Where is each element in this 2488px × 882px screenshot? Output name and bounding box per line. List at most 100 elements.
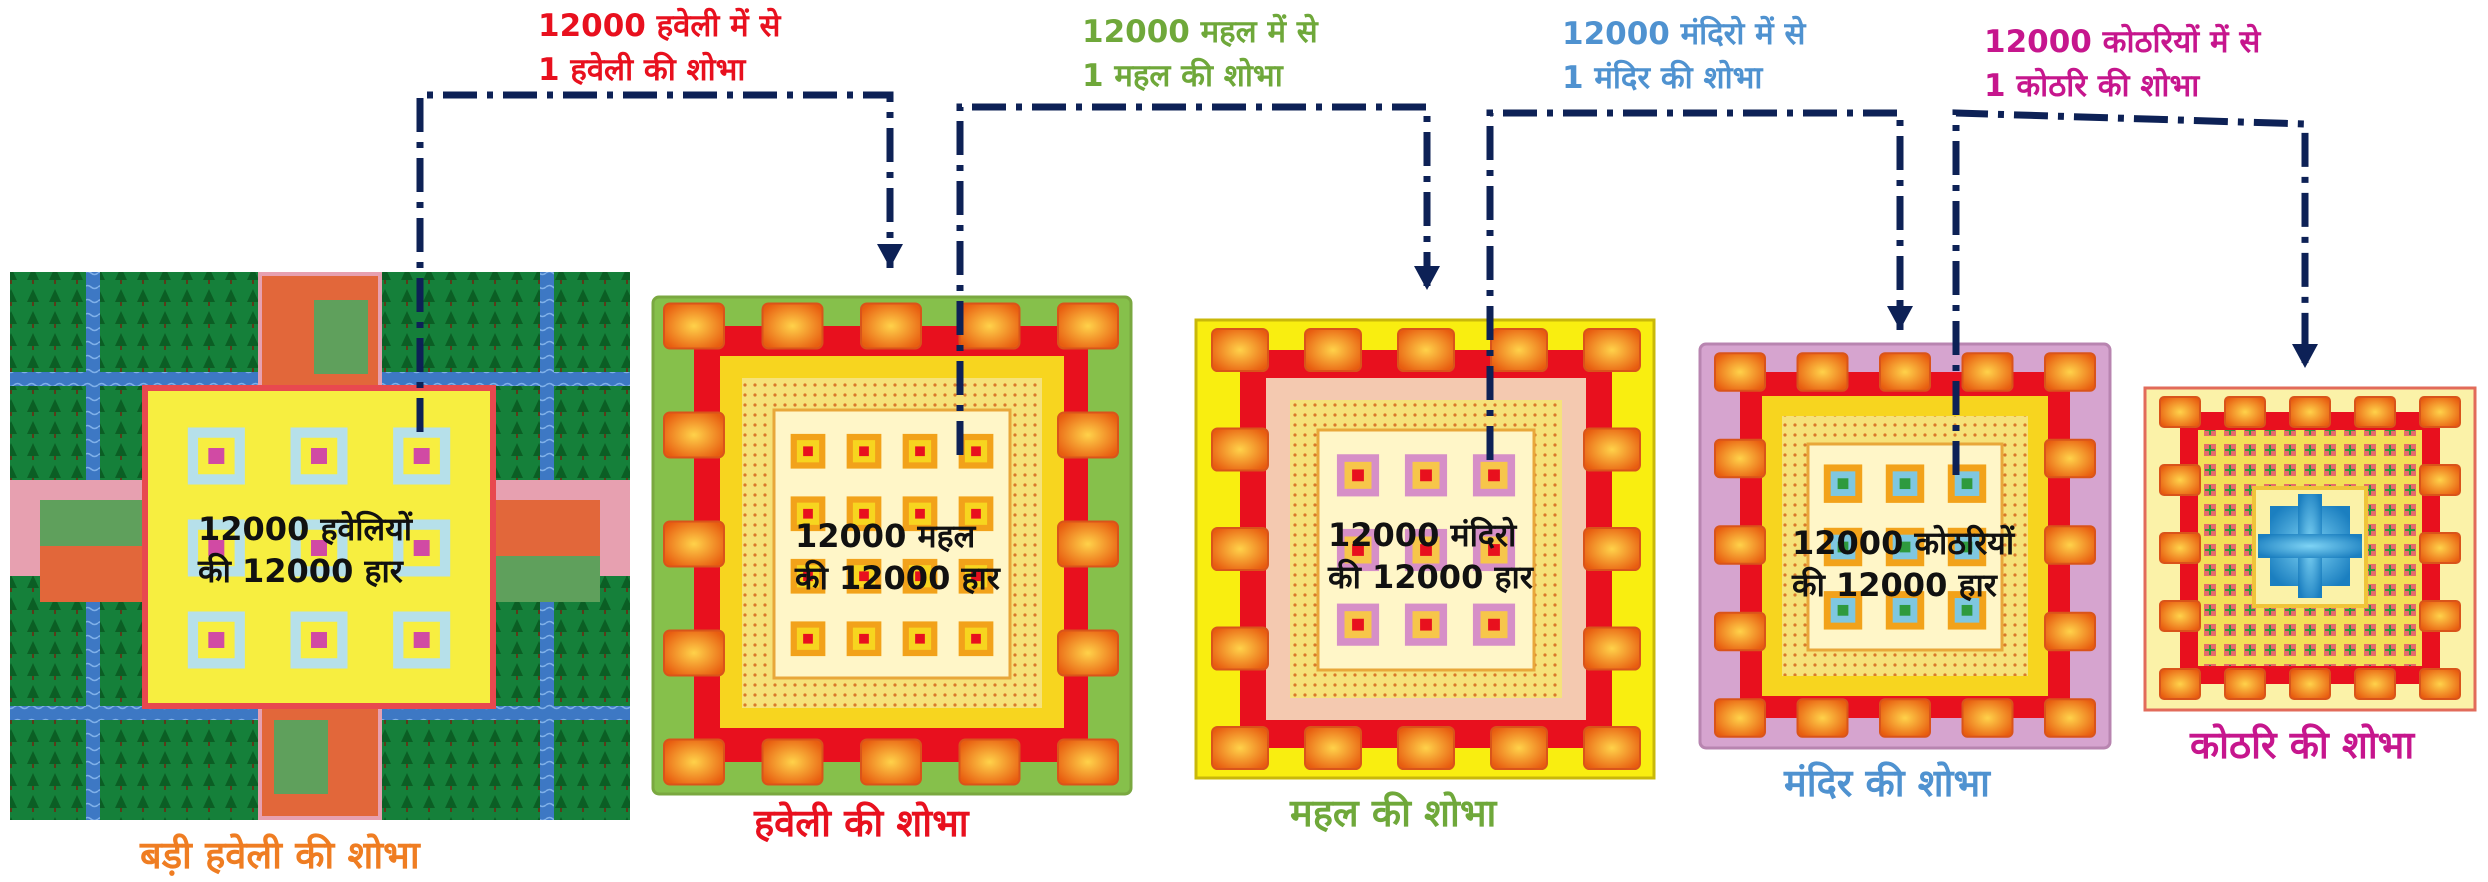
tile-core — [413, 540, 430, 556]
dome — [1583, 626, 1641, 671]
dome — [2159, 532, 2201, 564]
corner-domes — [2159, 396, 2461, 700]
dome — [761, 302, 824, 350]
inner-label-mahal-line2: की 12000 हार — [1328, 558, 1533, 596]
panel-kothari — [2143, 386, 2477, 712]
inner-label-mandir: 12000 कोठरियों की 12000 हार — [1792, 522, 2014, 606]
tile-core — [859, 571, 869, 582]
tile-core — [1488, 544, 1500, 556]
inner-label-haveli-line2: की 12000 हार — [795, 559, 1000, 597]
arrowhead — [1887, 306, 1913, 330]
caption-mahal: महल की शोभा — [1290, 791, 1497, 835]
connector-line — [1952, 109, 2309, 475]
dome — [1057, 302, 1119, 350]
dome — [1211, 626, 1269, 671]
tile-core — [915, 508, 925, 519]
header-kothari-line2: 1 कोठरि की शोभा — [1984, 68, 2200, 104]
dome — [1583, 527, 1641, 571]
arrowhead — [877, 244, 903, 268]
tile-core — [208, 448, 225, 464]
dome — [2419, 532, 2461, 564]
tile-core — [413, 632, 430, 648]
dome — [1961, 352, 2014, 392]
dome — [2044, 352, 2096, 392]
tile-core — [971, 446, 981, 457]
caption-mandir: मंदिर की शोभा — [1784, 761, 1991, 805]
dome — [1879, 698, 1931, 738]
header-mandir-line2: 1 मंदिर की शोभा — [1562, 60, 1763, 96]
corner-domes — [1714, 352, 2096, 738]
tile-core — [1961, 541, 1973, 553]
tile-core — [803, 508, 813, 519]
dome — [663, 302, 725, 350]
dome — [2159, 668, 2201, 700]
tile-core — [915, 446, 925, 457]
inner-label-mahal: 12000 मंदिरो की 12000 हार — [1328, 514, 1533, 598]
dome — [761, 738, 824, 786]
tile-core — [1352, 469, 1364, 482]
dome — [2159, 464, 2201, 496]
tile-core — [859, 633, 869, 644]
tile-core — [1837, 604, 1849, 616]
header-haveli-line1: 12000 हवेली में से — [538, 8, 781, 44]
dome — [1057, 629, 1119, 677]
tile-core — [1837, 478, 1849, 490]
dome — [1714, 698, 1766, 738]
dome — [2044, 438, 2096, 479]
tile-core — [803, 446, 813, 457]
dome — [2159, 600, 2201, 632]
inner-label-badi-haveli-line2: की 12000 हार — [198, 552, 403, 590]
dome — [1714, 352, 1766, 392]
tile-core — [1837, 541, 1849, 553]
arrowhead — [1414, 266, 1440, 290]
tile-core — [311, 448, 327, 464]
tile-core — [1899, 478, 1911, 490]
dome — [2044, 698, 2096, 738]
inner-label-badi-haveli-line1: 12000 हवेलियों — [198, 510, 413, 548]
dome — [1583, 328, 1641, 372]
tile-core — [1420, 618, 1432, 631]
tile-grid — [187, 427, 451, 669]
dome — [1796, 352, 1849, 392]
tile-core — [971, 633, 981, 644]
inner-label-haveli-line1: 12000 महल — [795, 517, 976, 555]
dome — [1583, 427, 1641, 472]
dome — [1583, 726, 1641, 770]
panel-badi-haveli — [10, 272, 630, 820]
dome — [1714, 438, 1766, 479]
tile-core — [208, 632, 225, 648]
tile-core — [1488, 618, 1500, 631]
tile-core — [971, 571, 981, 582]
dome — [1714, 611, 1766, 652]
dome — [2159, 396, 2201, 428]
tile-core — [208, 540, 225, 556]
dome — [2354, 396, 2396, 428]
inner-label-mandir-line2: की 12000 हार — [1792, 566, 1997, 604]
dome — [2224, 396, 2266, 428]
dome — [1490, 328, 1548, 372]
inner-label-badi-haveli: 12000 हवेलियों की 12000 हार — [198, 508, 412, 592]
tile-grid — [790, 433, 994, 657]
tile-core — [413, 448, 430, 464]
connector-arrows — [416, 91, 2318, 475]
dome — [2289, 668, 2331, 700]
dome — [2289, 396, 2331, 428]
header-kothari: 12000 कोठरियों में से 1 कोठरि की शोभा — [1984, 20, 2260, 108]
tile-core — [803, 633, 813, 644]
tile-core — [1488, 469, 1500, 482]
arrowhead — [2292, 344, 2318, 368]
connector-line — [1486, 109, 1904, 460]
tile-grid — [1336, 454, 1516, 646]
tile-core — [1420, 469, 1432, 482]
dome — [663, 738, 725, 786]
dome — [958, 738, 1021, 786]
header-mahal-line2: 1 महल की शोभा — [1082, 58, 1283, 94]
panel-mandir — [1698, 342, 2112, 750]
header-kothari-line1: 12000 कोठरियों में से — [1984, 24, 2261, 60]
dome — [2419, 600, 2461, 632]
tile-core — [859, 508, 869, 519]
dome — [1961, 698, 2014, 738]
dome — [860, 738, 922, 786]
